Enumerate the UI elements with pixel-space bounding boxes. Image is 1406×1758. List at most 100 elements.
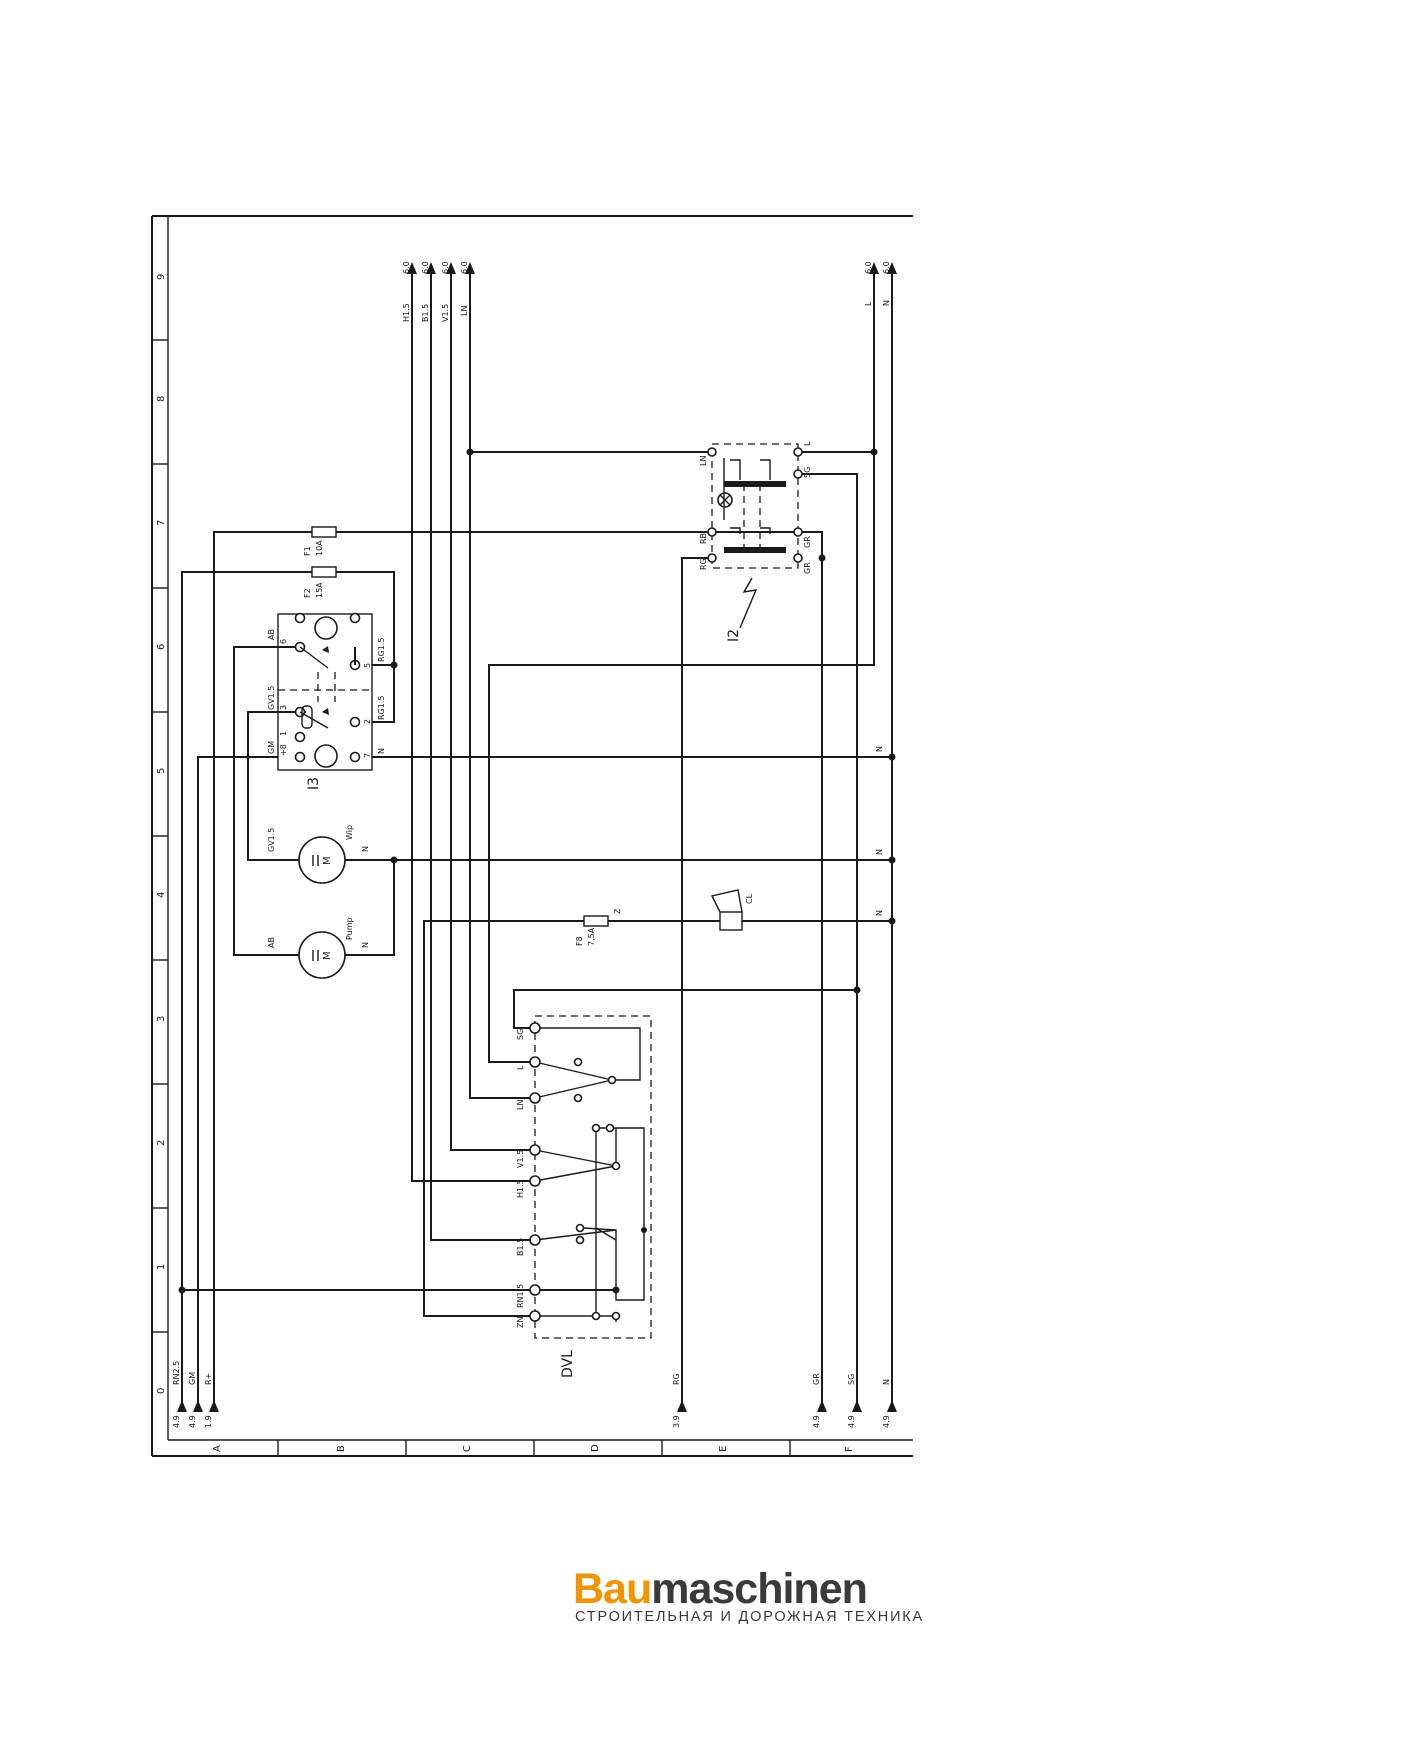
wire-b15 <box>430 274 535 1241</box>
i2-label: I2 <box>726 629 742 642</box>
fuse-f8: F8 7,5A Z <box>575 908 622 946</box>
wire-rg <box>681 557 712 1412</box>
wiper-left-label: GV1.5 <box>267 828 276 852</box>
i3-pin: +8 <box>279 744 288 756</box>
i3-pin: 1 <box>279 731 288 736</box>
fuse-f2-label: F2 <box>303 588 312 598</box>
dvl-terminal: SG <box>516 1029 525 1040</box>
ruler-number: 6 <box>156 644 167 650</box>
motor-pump: M Pump AB N <box>267 917 370 979</box>
top-wire-ref: 6.0 <box>402 261 411 274</box>
dvl-terminal: V1.5 <box>516 1150 525 1168</box>
brand-tagline: СТРОИТЕЛЬНАЯ И ДОРОЖНАЯ ТЕХНИКА <box>575 1609 925 1625</box>
dvl-terminal: H1.5 <box>516 1179 525 1198</box>
ruler-letters: A B C D E F <box>212 1444 855 1452</box>
bottom-wire-name: R+ <box>204 1373 213 1385</box>
fuse-f1-rating: 10A <box>315 540 324 556</box>
i3-wire-label: GV1.5 <box>267 686 276 710</box>
i2-term-label: GR <box>803 536 812 548</box>
brand-logo: Baumaschinen СТРОИТЕЛЬНАЯ И ДОРОЖНАЯ ТЕХ… <box>573 1566 933 1626</box>
ruler-number: 9 <box>156 274 167 280</box>
junctions <box>178 448 896 1294</box>
ruler-letter: A <box>212 1445 223 1452</box>
i2-term-label: SG <box>803 467 812 478</box>
fuse-f8-label: F8 <box>575 936 584 946</box>
wire-v15 <box>450 274 535 1151</box>
bottom-arrows <box>177 1400 897 1412</box>
top-arrows <box>407 262 897 274</box>
top-wire-name: LN <box>460 306 469 316</box>
bottom-wire-name: RN2.5 <box>172 1361 181 1385</box>
bottom-wire-name: SG <box>847 1374 856 1385</box>
i2-term-label: RG <box>699 558 708 570</box>
ruler-number: 5 <box>156 768 167 774</box>
top-wire-name: B1.5 <box>421 304 430 322</box>
motor-wiper: M Wip GV1.5 N <box>267 825 370 884</box>
wire-rn25 <box>181 571 395 1412</box>
ruler-letter: E <box>718 1446 729 1452</box>
bottom-wire-labels: RN2.5 4.9 GM 4.9 R+ 1.9 RG 3.9 GR 4.9 SG… <box>172 1361 891 1428</box>
brand-part-bau: Bau <box>573 1565 652 1613</box>
switch-i2: I2 LN L SG RB GR RG GR <box>699 441 812 642</box>
wire-ab <box>233 646 300 956</box>
bottom-wire-name: N <box>882 1379 891 1385</box>
dvl-terminal: ZN <box>516 1317 525 1328</box>
i3-pin: 3 <box>279 705 288 710</box>
fuse-f1-label: F1 <box>303 546 312 556</box>
top-wire-name: N <box>882 300 891 306</box>
wiper-motor-label: Wip <box>345 825 354 840</box>
wire-gv15 <box>247 711 306 861</box>
ruler-number: 7 <box>156 520 167 526</box>
horn-label: CL <box>745 893 754 904</box>
n-bus-label: N <box>875 746 884 752</box>
top-wire-name: L <box>864 301 873 306</box>
fuse-f2-rating: 15A <box>315 582 324 598</box>
i3-pin: 5 <box>363 663 372 668</box>
z-label: Z <box>613 908 622 914</box>
i3-pin: 2 <box>363 719 372 724</box>
wiper-right-label: N <box>361 846 370 852</box>
wire-pump-n <box>345 860 395 956</box>
i2-term-label: L <box>803 441 812 446</box>
top-wire-ref: 6.0 <box>460 261 469 274</box>
switch-i3: I3 AB GV1.5 GM RG1.5 RG1.5 N 6 3 1 5 2 +… <box>267 612 386 790</box>
wire-h15 <box>411 274 535 1182</box>
top-wire-name: V1.5 <box>441 304 450 322</box>
wire-l <box>488 274 875 1063</box>
bottom-wire-ref: 1.9 <box>204 1415 213 1428</box>
fuse-f2: F2 15A <box>303 566 337 598</box>
wire-z <box>423 920 892 1317</box>
pump-motor-symbol: M <box>322 951 333 960</box>
brand-wordmark: Baumaschinen <box>573 1565 868 1613</box>
n-bus-label: N <box>875 910 884 916</box>
pump-motor-label: Pump <box>345 917 354 940</box>
bottom-wire-name: GR <box>812 1373 821 1385</box>
i2-term-label: RB <box>699 533 708 544</box>
dvl-terminal: L <box>516 1065 525 1070</box>
wire-sg-top <box>798 473 858 990</box>
fuse-f1: F1 10A <box>303 526 337 556</box>
bottom-wire-ref: 4.9 <box>172 1415 181 1428</box>
top-wire-ref: 6.0 <box>441 261 450 274</box>
ruler-number: 8 <box>156 396 167 402</box>
ruler-numbers: 0 1 2 3 4 5 6 7 8 9 <box>156 274 167 1394</box>
bottom-wire-name: GM <box>188 1372 197 1385</box>
bottom-wire-ref: 4.9 <box>882 1415 891 1428</box>
wire-gm <box>197 756 278 1412</box>
bottom-wire-ref: 4.9 <box>847 1415 856 1428</box>
brand-part-maschinen: maschinen <box>651 1565 868 1613</box>
n-bus-label: N <box>875 849 884 855</box>
wire-rplus <box>213 531 823 1412</box>
top-wire-name: H1.5 <box>402 303 411 322</box>
top-wire-ref: 6.0 <box>882 261 891 274</box>
bottom-wire-ref: 4.9 <box>188 1415 197 1428</box>
ruler-number: 4 <box>156 892 167 898</box>
i2-term-label: LN <box>699 456 708 466</box>
ruler-letter: D <box>590 1444 601 1452</box>
i3-pin: 6 <box>279 639 288 644</box>
i3-label: I3 <box>306 777 322 790</box>
top-wire-ref: 6.0 <box>864 261 873 274</box>
i3-pin: 7 <box>363 753 372 758</box>
bottom-wire-ref: 3.9 <box>672 1415 681 1428</box>
